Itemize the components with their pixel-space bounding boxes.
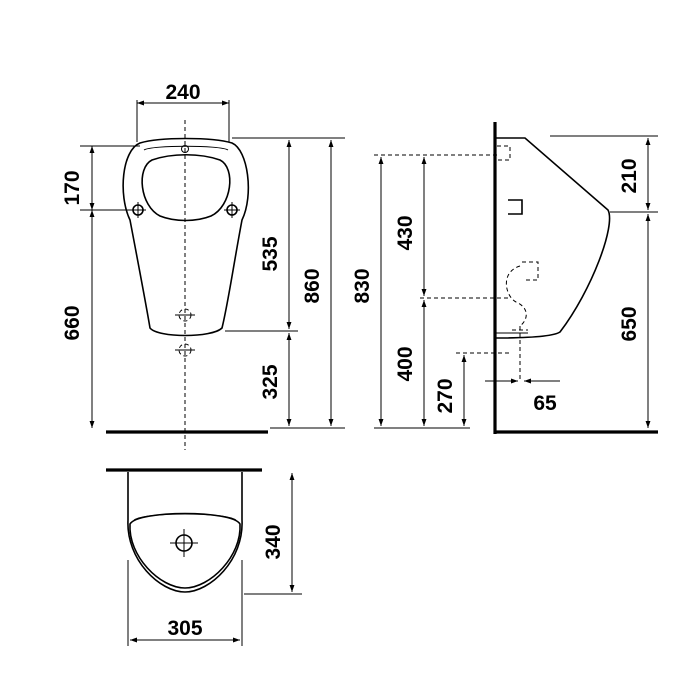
right-fixing-hole (224, 202, 240, 218)
dim-plan-depth: 340 (262, 524, 285, 559)
dim-front-width: 240 (165, 81, 200, 104)
dim-side-upper: 430 (394, 215, 417, 250)
flush-inlet-circle (181, 145, 189, 153)
dim-flush-offset: 170 (61, 170, 84, 205)
side-trap-hidden (505, 261, 539, 380)
front-body-outline (122, 137, 250, 337)
plan-rim-inner (133, 513, 237, 521)
side-body-outline (494, 137, 611, 339)
dim-bowl-height: 535 (259, 236, 282, 271)
dim-outlet-height: 325 (259, 364, 282, 399)
dim-fixing-height: 660 (61, 305, 84, 340)
left-fixing-hole (130, 202, 146, 218)
dim-plan-width: 305 (167, 617, 202, 640)
front-rim-line (143, 145, 229, 151)
front-outlet-pipe (175, 343, 195, 357)
side-view: 830 430 400 270 65 210 650 (351, 122, 658, 434)
plan-drain (170, 529, 198, 557)
front-outlet-hidden (175, 308, 195, 322)
side-fixing-bracket (508, 199, 523, 215)
dim-side-depth-outlet: 65 (533, 392, 557, 415)
plan-body-outline (127, 472, 243, 593)
dim-total-height: 860 (301, 268, 324, 303)
dim-side-outlet: 270 (434, 378, 457, 413)
front-bowl-opening (141, 154, 231, 222)
dim-side-top: 210 (618, 158, 641, 193)
dim-side-lower: 400 (394, 346, 417, 381)
front-view: 240 170 660 535 325 860 (61, 81, 345, 450)
dim-side-mount: 650 (618, 306, 641, 341)
side-flush-inlet (497, 145, 511, 161)
dim-side-total-height: 830 (351, 268, 374, 303)
plan-view: 340 305 (106, 468, 302, 646)
